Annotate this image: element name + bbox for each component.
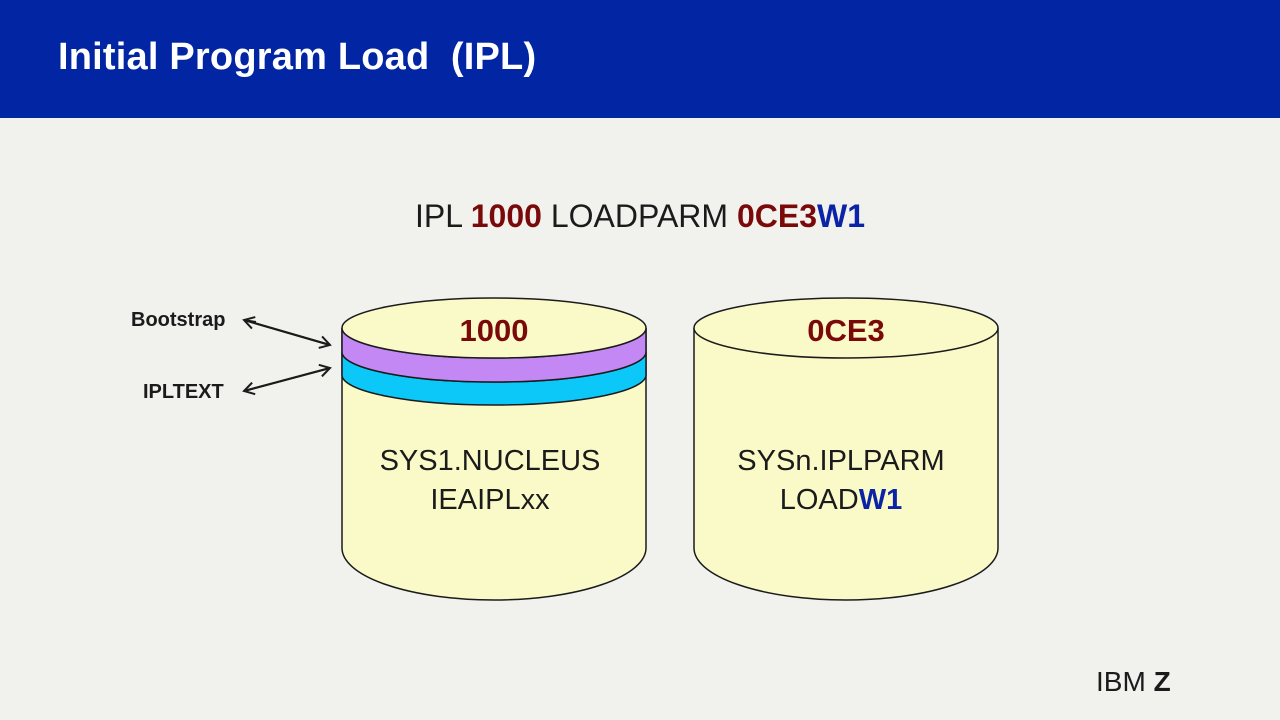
bootstrap-arrow xyxy=(242,316,332,349)
load-member: LOADW1 xyxy=(689,481,993,520)
command-device: 1000 xyxy=(470,198,542,234)
volume-1000-top xyxy=(341,297,647,359)
ibm-z-logo: IBM Z xyxy=(1096,666,1171,698)
brand-name: IBM xyxy=(1096,666,1146,697)
volume-0ce3-contents: SYSn.IPLPARM LOADW1 xyxy=(689,442,993,520)
volume-1000-contents: SYS1.NUCLEUS IEAIPLxx xyxy=(338,442,642,520)
volume-1000-cylinder xyxy=(341,297,647,601)
brand-product: Z xyxy=(1153,666,1171,697)
nucleus-dataset: SYS1.NUCLEUS xyxy=(379,445,601,477)
ipltext-label: IPLTEXT xyxy=(143,381,224,403)
volume-1000-label: 1000 xyxy=(459,313,529,348)
ieaipl-member: IEAIPLxx xyxy=(430,484,550,516)
iplparm-dataset: SYSn.IPLPARM xyxy=(737,445,945,477)
volume-0ce3-label: 0CE3 xyxy=(807,313,885,348)
load-member-prefix: LOAD xyxy=(779,484,859,516)
command-prefix: IPL xyxy=(415,198,471,234)
command-middle: LOADPARM xyxy=(541,198,737,234)
volume-0ce3-body xyxy=(693,328,999,601)
slide-title: Initial Program Load (IPL) xyxy=(58,36,537,78)
command-parm-device: 0CE3 xyxy=(736,198,817,234)
load-member-suffix: W1 xyxy=(858,484,903,516)
volume-0ce3-top xyxy=(693,297,999,359)
title-bar: Initial Program Load (IPL) xyxy=(0,0,1280,118)
ipl-command: IPL 1000 LOADPARM 0CE3W1 xyxy=(0,198,1280,235)
ipltext-arrow xyxy=(242,363,332,396)
command-parm-suffix: W1 xyxy=(816,198,865,234)
volume-0ce3-cylinder xyxy=(693,297,999,601)
bootstrap-label: Bootstrap xyxy=(131,309,226,331)
